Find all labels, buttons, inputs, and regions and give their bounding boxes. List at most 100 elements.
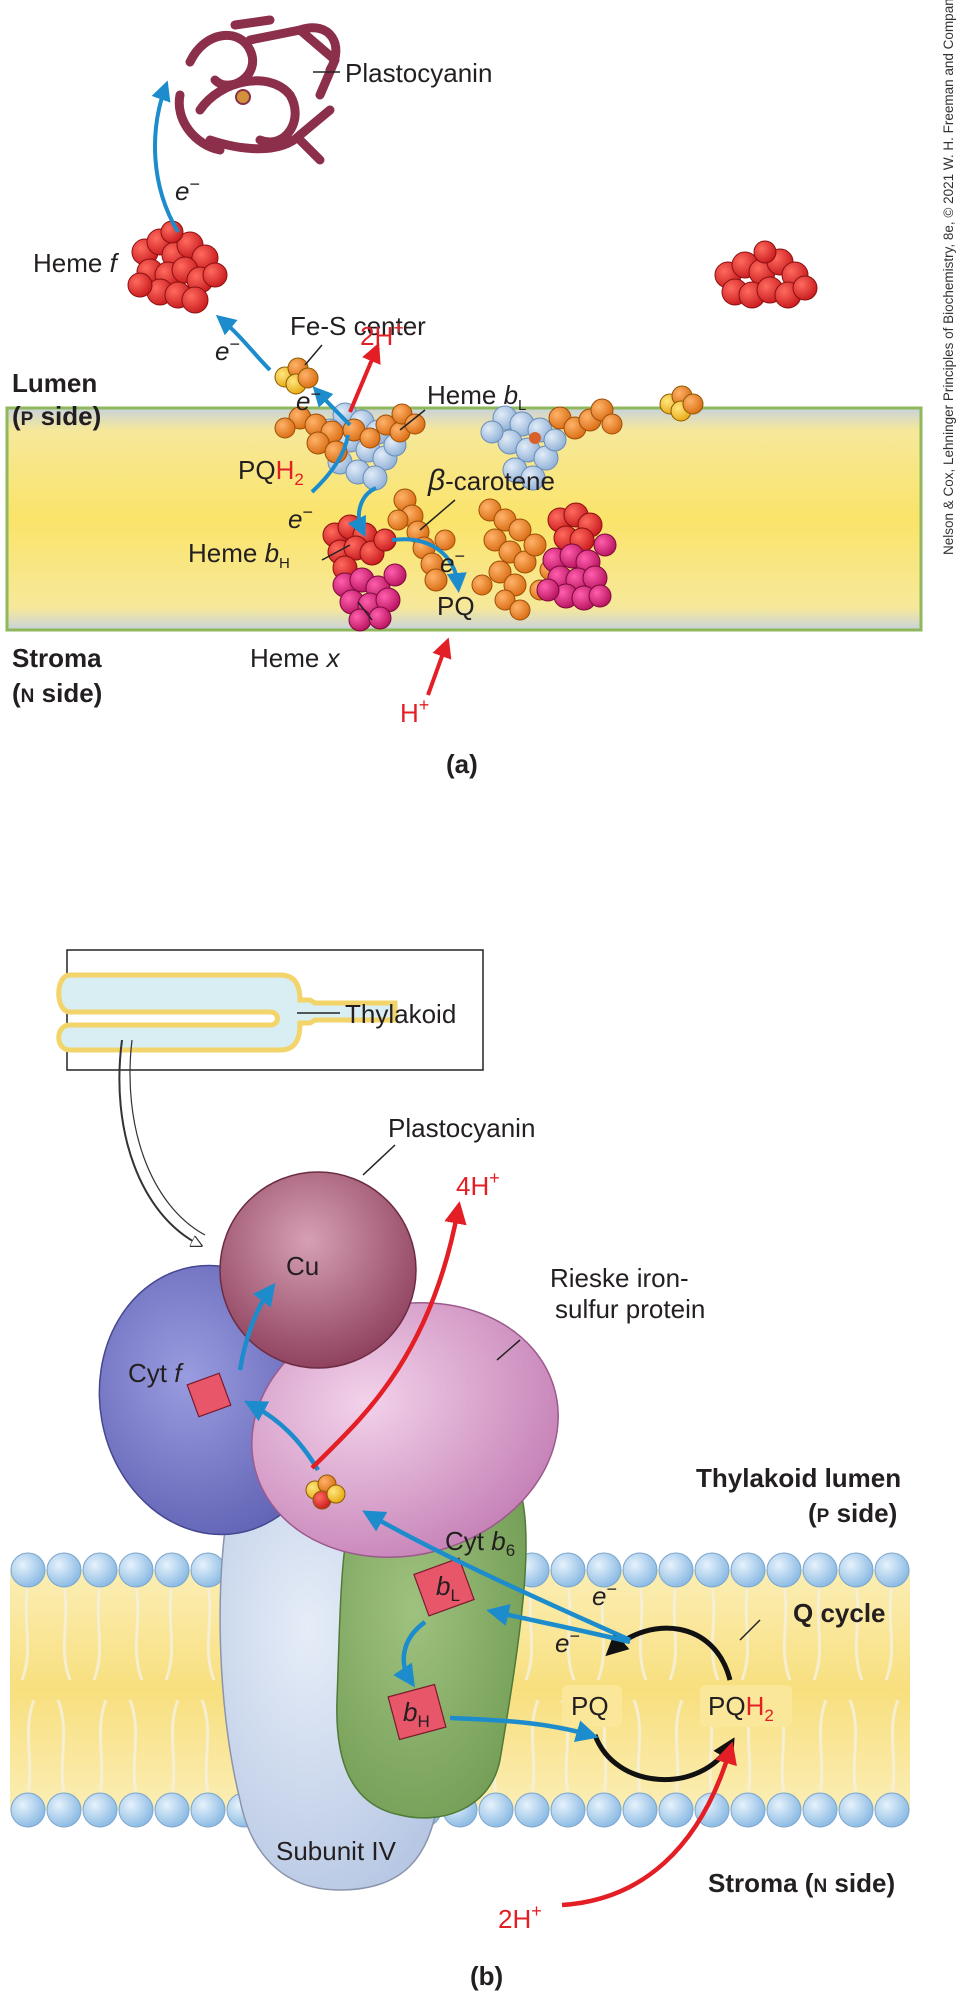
lipid-head [550, 1552, 586, 1588]
panel-a: Plastocyanin e− Heme f Fe-S center e− Lu… [5, 0, 956, 779]
lipid-head [622, 1552, 658, 1588]
lipid-head [694, 1552, 730, 1588]
fes-center-label: Fe-S center [290, 311, 426, 341]
electron-arrow-bl-to-bh [393, 1620, 427, 1688]
heme-bh-label-b: bH [403, 1697, 430, 1731]
membrane-a [5, 406, 923, 632]
credit-line: Nelson & Cox, Lehninger Principles of Bi… [941, 0, 956, 555]
electron-arrow-bh-to-pq [391, 537, 467, 593]
cyt-f-label: Cyt f [128, 1358, 184, 1388]
pqh2-box [700, 1685, 792, 1727]
qcycle-label: Q cycle [793, 1598, 886, 1628]
fes-center-cluster [274, 357, 319, 395]
lipid-head [586, 1552, 622, 1588]
electron-label-b2: e− [555, 1626, 580, 1658]
electron-arrow-fes-to-hemef [215, 314, 272, 372]
lipid-head [46, 1792, 82, 1828]
pq-box [562, 1685, 622, 1727]
heme-x-label: Heme x [250, 643, 341, 673]
pqh2-label-b: PQH2 [708, 1691, 774, 1725]
panel-b: Thylakoid [10, 949, 910, 1991]
electron-label-a1: e− [175, 174, 200, 206]
thylakoid-lumen-label-line2: (P side) [808, 1498, 897, 1528]
fes-cluster-b [305, 1474, 346, 1510]
rieske-label-line2: sulfur protein [555, 1294, 705, 1324]
lipid-head [118, 1552, 154, 1588]
pq-cluster-left [274, 403, 426, 464]
heme-bl-label-b: bL [436, 1571, 460, 1605]
proton-2h-label-a: 2H+ [360, 318, 404, 351]
lipid-head [586, 1792, 622, 1828]
pq-label-b: PQ [571, 1691, 609, 1721]
heme-f-cluster [127, 220, 228, 314]
heme-f-label: Heme f [33, 248, 120, 278]
heme-bl-cluster-2 [480, 405, 567, 491]
lipid-head [874, 1552, 910, 1588]
lipid-head [838, 1792, 874, 1828]
lipid-head [838, 1552, 874, 1588]
electron-arrow-cytf-to-cu [237, 1282, 276, 1371]
pqh2-label-a: PQH2 [238, 455, 304, 489]
lipid-head [622, 1792, 658, 1828]
leader-lines-a [304, 71, 456, 621]
cyt-f-heme [186, 1372, 232, 1418]
rieske-label-line1: Rieske iron- [550, 1263, 689, 1293]
pq-cluster-right [471, 498, 561, 621]
heme-bh-box [387, 1683, 447, 1741]
panel-b-letter: (b) [470, 1961, 503, 1991]
lipid-head [802, 1792, 838, 1828]
electron-label-a3: e− [296, 384, 321, 416]
electron-arrow-hemef-to-plastocyanin [151, 80, 180, 234]
proton-arrow-4h [310, 1201, 467, 1470]
thylakoid-zoom-arrow [118, 1039, 200, 1245]
lipid-head [802, 1552, 838, 1588]
heme-bh-label-a: Heme bH [188, 538, 290, 572]
lipid-head [658, 1552, 694, 1588]
proton-2h-label-b: 2H+ [498, 1901, 542, 1934]
plastocyanin-label-a: Plastocyanin [345, 58, 492, 88]
electron-label-a5: e− [440, 546, 465, 578]
electron-arrow-fes-to-cytf [244, 1400, 320, 1472]
electron-arrow-pqh2-to-bl [486, 1603, 631, 1645]
thylakoid-label: Thylakoid [345, 999, 456, 1029]
heme-bl-label-a: Heme bL [427, 380, 526, 414]
electron-label-a2: e− [215, 334, 240, 366]
stroma-label-a-line1: Stroma [12, 643, 102, 673]
electron-arrow-bl-to-bh [347, 486, 377, 538]
lipid-head [550, 1792, 586, 1828]
lipid-head [82, 1552, 118, 1588]
cyt-b6-label: Cyt b6 [445, 1526, 515, 1560]
lumen-label-a-line1: Lumen [12, 368, 97, 398]
electron-label-a4: e− [288, 502, 313, 534]
electron-arrow-pqh2-to-fes [362, 1510, 631, 1643]
lipid-head [82, 1792, 118, 1828]
heme-bl-box [413, 1557, 475, 1617]
thylakoid-lumen-label-line1: Thylakoid lumen [696, 1463, 901, 1493]
proton-arrow-2h [348, 342, 381, 413]
thylakoid-icon [56, 972, 398, 1053]
electron-label-b1: e− [592, 1579, 617, 1611]
lipid-head [730, 1552, 766, 1588]
plastocyanin-sphere [219, 1171, 417, 1369]
electron-arrow-pqh2-curve [310, 434, 350, 494]
lipid-head [10, 1792, 46, 1828]
lipid-head [154, 1792, 190, 1828]
proton-arrow-2h-b [561, 1741, 737, 1908]
lipid-head [730, 1792, 766, 1828]
electron-arrow-bh-to-pq [449, 1715, 599, 1743]
lipid-head [478, 1792, 514, 1828]
stroma-label-a-line2: (N side) [12, 678, 102, 708]
plastocyanin-label-b: Plastocyanin [388, 1113, 535, 1143]
heme-x-cluster-2 [536, 533, 617, 611]
subunit-iv-label: Subunit IV [276, 1836, 397, 1866]
proton-arrow-h-stroma [426, 637, 452, 696]
lumen-label-a-line2: (P side) [12, 401, 101, 431]
lipid-head [46, 1552, 82, 1588]
beta-carotene-label: β-carotene [427, 464, 555, 497]
lipid-head [190, 1792, 226, 1828]
plastocyanin-structure [174, 15, 341, 165]
panel-a-letter: (a) [446, 749, 478, 779]
lipid-head [10, 1552, 46, 1588]
lipid-head [658, 1792, 694, 1828]
